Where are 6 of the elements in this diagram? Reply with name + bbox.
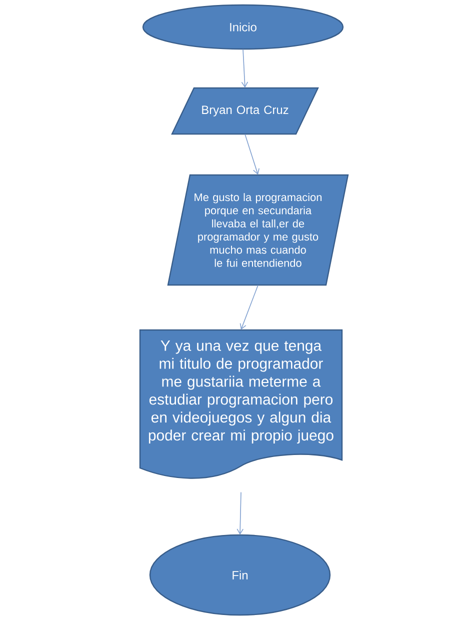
input-parallelogram: Me gusto la programacion porque en secundaria llevaba el tall,er de programador y me gusto mucho mas cuando le fui entendiendo [167, 174, 349, 286]
arrow [241, 48, 248, 88]
arrow [244, 134, 260, 175]
input-parallelogram: Bryan Orta Cruz [171, 87, 319, 135]
arrow [236, 492, 244, 535]
arrow [240, 284, 258, 330]
